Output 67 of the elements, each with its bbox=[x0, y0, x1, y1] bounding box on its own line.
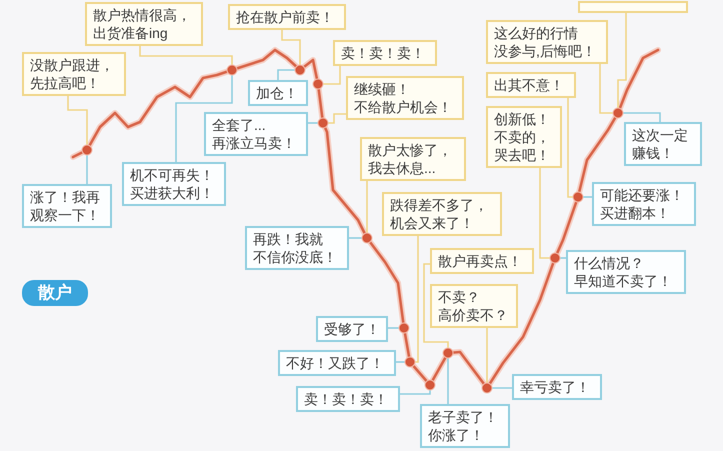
leader-line bbox=[560, 257, 566, 259]
marker-dot-icon bbox=[294, 64, 306, 76]
marker-dot-icon bbox=[442, 347, 454, 359]
callout-box: 加仓！ bbox=[248, 80, 308, 106]
callout-box: 涨了！我再观察一下！ bbox=[22, 184, 112, 228]
callout-box: 不卖？高价卖不？ bbox=[430, 284, 518, 328]
callout-box: 卖！卖！卖！ bbox=[296, 386, 400, 412]
leader-line bbox=[366, 181, 368, 233]
leader-line bbox=[86, 155, 88, 184]
callout-box: 这次一定赚钱！ bbox=[624, 122, 702, 166]
leader-line bbox=[323, 66, 341, 85]
leader-line bbox=[400, 390, 431, 395]
leader-line bbox=[415, 236, 419, 363]
leader-line bbox=[583, 196, 592, 198]
callout-box: 跌得差不多了，机会又来了！ bbox=[382, 192, 502, 236]
leader-line bbox=[349, 237, 362, 239]
callout-box: 不好！又跌了！ bbox=[278, 350, 396, 376]
marker-dot-icon bbox=[404, 356, 416, 368]
callout-box: 抢在散户前卖！ bbox=[228, 4, 346, 30]
leader-line bbox=[617, 13, 627, 108]
marker-dot-icon bbox=[481, 382, 493, 394]
callout-box: 卖！卖！卖！ bbox=[333, 40, 437, 66]
callout-box: 出其不意！ bbox=[486, 72, 576, 98]
leader-line bbox=[599, 64, 613, 114]
marker-dot-icon bbox=[424, 379, 436, 391]
callout-box: 继续砸！不给散户机会！ bbox=[346, 76, 464, 120]
callout-box: 老子卖了！你涨了！ bbox=[420, 404, 510, 448]
callout-box: 散户太惨了，我去休息... bbox=[360, 137, 466, 181]
leader-line bbox=[623, 112, 661, 122]
marker-dot-icon bbox=[312, 78, 324, 90]
marker-dot-icon bbox=[572, 191, 584, 203]
marker-dot-icon bbox=[549, 252, 561, 264]
callout-box bbox=[578, 1, 688, 13]
callout-box: 创新低！不卖的，哭去吧！ bbox=[486, 106, 562, 168]
callout-box: 没散户跟进，先拉高吧！ bbox=[22, 52, 126, 96]
leader-line bbox=[175, 75, 233, 162]
callout-box: 幸亏卖了！ bbox=[512, 374, 602, 400]
marker-dot-icon bbox=[81, 144, 93, 156]
leader-line bbox=[281, 30, 301, 65]
callout-box: 这么好的行情没参与,后悔吧！ bbox=[486, 20, 608, 64]
leader-line bbox=[486, 328, 488, 383]
callout-box: 什么情况？早知道不卖了！ bbox=[566, 250, 686, 294]
callout-box: 散户再卖点！ bbox=[430, 248, 534, 274]
leader-line bbox=[492, 387, 512, 389]
leader-line bbox=[388, 327, 399, 329]
marker-dot-icon bbox=[398, 322, 410, 334]
leader-line bbox=[67, 96, 88, 145]
marker-dot-icon bbox=[317, 117, 329, 129]
marker-dot-icon bbox=[612, 107, 624, 119]
leader-line bbox=[308, 122, 318, 124]
leader-line bbox=[328, 113, 346, 124]
category-badge: 散户 bbox=[22, 280, 88, 306]
leader-line bbox=[447, 358, 449, 404]
callout-box: 受够了！ bbox=[316, 316, 388, 342]
leader-line bbox=[139, 46, 233, 65]
callout-box: 再跌！我就不信你没底！ bbox=[245, 226, 349, 270]
callout-box: 可能还要涨！买进翻本！ bbox=[592, 182, 696, 226]
leader-line bbox=[423, 263, 449, 348]
callout-box: 机不可再失！买进获大利！ bbox=[122, 162, 226, 206]
callout-box: 全套了...再涨立马卖！ bbox=[204, 112, 308, 156]
leader-line bbox=[277, 69, 295, 80]
callout-box: 散户热情很高，出货准备ing bbox=[85, 2, 203, 46]
leader-line bbox=[539, 168, 550, 259]
leader-line bbox=[396, 361, 405, 363]
leader-line bbox=[567, 98, 573, 198]
marker-dot-icon bbox=[226, 64, 238, 76]
marker-dot-icon bbox=[361, 232, 373, 244]
